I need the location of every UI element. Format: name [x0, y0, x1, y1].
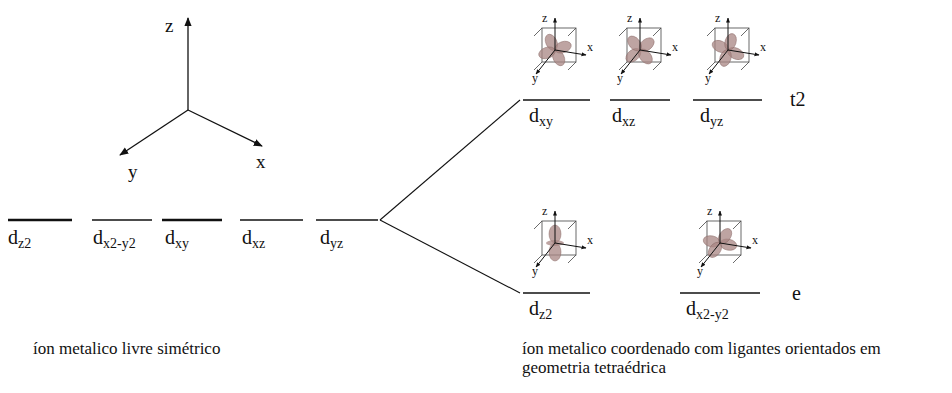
orbital-cube [534, 18, 586, 74]
cube-axis [621, 50, 640, 74]
axis-label: x [752, 234, 758, 247]
axis-label: x [256, 152, 266, 173]
axis-label: y [617, 72, 623, 85]
axis-label: y [705, 72, 711, 85]
orbital-cube [699, 211, 751, 267]
cube-axis [555, 50, 586, 55]
orbital-subscript: x2-y2 [696, 307, 729, 322]
level-symbol: t2 [790, 88, 806, 110]
axis-label: x [587, 234, 593, 247]
cube-axis [555, 211, 556, 243]
caption-text: íon metalico livre simétrico [33, 340, 220, 359]
axis-label: x [672, 41, 678, 54]
cube-axis [701, 243, 720, 267]
orbital-subscript: yz [330, 236, 343, 251]
orbital-letter: d [320, 226, 330, 248]
cube-axis [640, 18, 641, 50]
orbital-letter: d [529, 297, 539, 319]
orbital-subscript: xz [252, 236, 265, 251]
cube-axis [728, 18, 729, 50]
axis-label: y [128, 162, 138, 183]
orbital-letter: d [529, 104, 539, 126]
axis-label: z [542, 205, 547, 218]
axis-label: y [697, 265, 703, 278]
cube-axis [536, 243, 555, 267]
level-symbol: e [792, 282, 801, 304]
orbital-subscript: x2-y2 [103, 236, 136, 251]
cube-axis [720, 211, 721, 243]
orbital-subscript: z2 [18, 236, 31, 251]
axis-label: z [715, 12, 720, 25]
cube-axis [555, 18, 556, 50]
orbital-subscript: xy [539, 114, 553, 129]
axis-label: z [707, 205, 712, 218]
cube-axis [709, 50, 728, 74]
orbital-lobe [716, 226, 735, 246]
orbital-subscript: xz [622, 114, 635, 129]
orbital-lobe [723, 32, 739, 52]
orbital-subscript: xy [175, 236, 189, 251]
axis-label: z [627, 12, 632, 25]
axis-label: y [532, 72, 538, 85]
cube-axis [720, 243, 751, 248]
axis-label: z [165, 16, 173, 37]
orbital-letter: d [612, 104, 622, 126]
orbital-cube [619, 18, 671, 74]
axis-label: x [587, 41, 593, 54]
axis-label: z [542, 12, 547, 25]
orbital-letter: d [242, 226, 252, 248]
orbital-letter: d [8, 226, 18, 248]
orbital-lobe [718, 48, 734, 68]
axis-label: x [760, 41, 766, 54]
orbital-letter: d [165, 226, 175, 248]
cube-axis [555, 243, 586, 248]
orbital-cube [534, 211, 586, 267]
orbital-letter: d [686, 297, 696, 319]
orbital-cube [707, 18, 759, 74]
orbital-letter: d [93, 226, 103, 248]
caption-text: íon metalico coordenado com ligantes ori… [522, 340, 947, 377]
orbital-letter: d [700, 104, 710, 126]
orbital-lobe [537, 45, 557, 61]
axis-label: y [532, 265, 538, 278]
cube-axis [536, 50, 555, 74]
cube-axis [728, 50, 759, 55]
cube-axis [640, 50, 671, 55]
orbital-subscript: yz [710, 114, 723, 129]
orbital-subscript: z2 [539, 307, 552, 322]
